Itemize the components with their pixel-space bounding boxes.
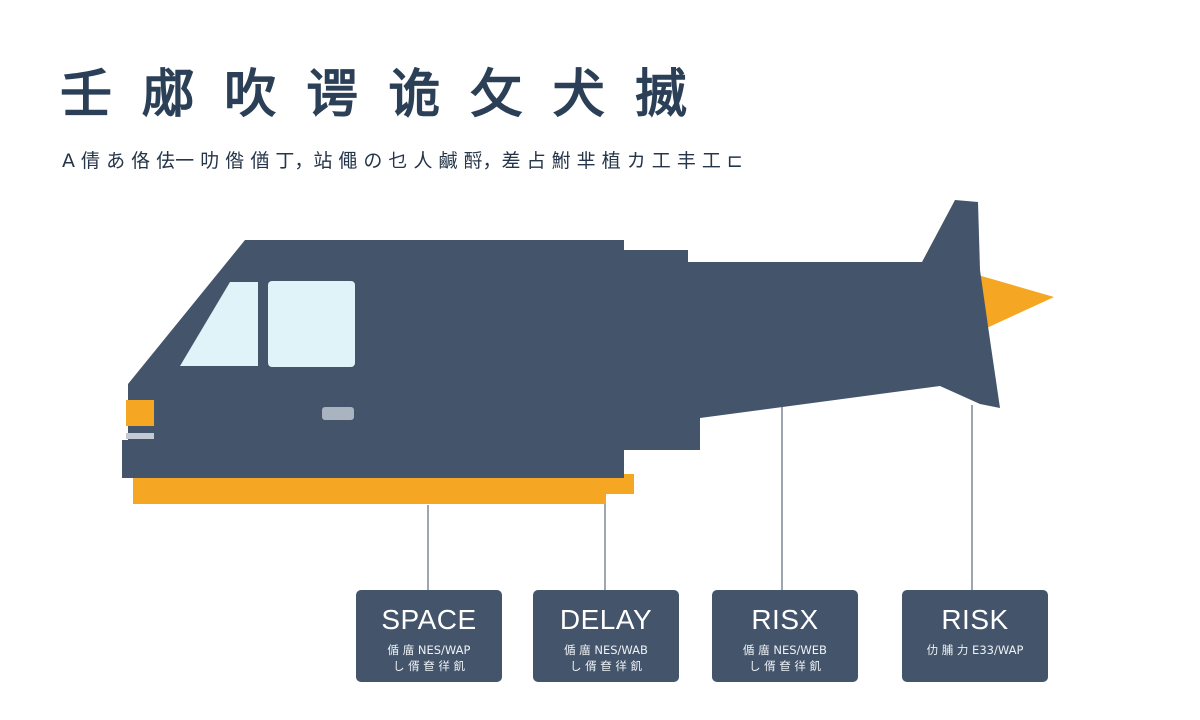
- vehicle-bumper-stripe: [126, 433, 154, 439]
- callout-box-delay: DELAY 偱 庿 NES/WAB し 偦 奆 徉 飢: [533, 590, 679, 682]
- vehicle-headlight: [126, 400, 154, 426]
- vehicle-exhaust-cone: [978, 275, 1054, 332]
- callout-detail-line: 偱 庿 NES/WAP: [387, 643, 471, 657]
- callout-label: DELAY: [559, 604, 653, 635]
- callout-detail-line: し 偦 奆 徉 飢: [748, 659, 822, 673]
- callout-detail-line: 偱 庿 NES/WAB: [564, 643, 648, 657]
- page-title: 壬 郕 吹 谔 诡 攵 犬 揻: [60, 65, 693, 125]
- vehicle-base-strip: [133, 474, 634, 504]
- callout-label: RISK: [941, 604, 1009, 635]
- callout-detail-line: し 偦 奆 徉 飢: [392, 659, 466, 673]
- callout-box-risk: RISK 仂 脯 力 E33/WAP: [902, 590, 1048, 682]
- vehicle-front-window: [180, 282, 258, 366]
- callout-detail-line: 偱 庿 NES/WEB: [743, 643, 827, 657]
- callout-label: RISX: [751, 604, 819, 635]
- callout-box-space: SPACE 偱 庿 NES/WAP し 偦 奆 徉 飢: [356, 590, 502, 682]
- vehicle-door-handle: [322, 407, 354, 420]
- vehicle-side-window: [268, 281, 355, 367]
- callout-box-risx: RISX 偱 庿 NES/WEB し 偦 奆 徉 飢: [712, 590, 858, 682]
- callout-detail-line: し 偦 奆 徉 飢: [569, 659, 643, 673]
- callout-label: SPACE: [381, 604, 477, 635]
- page-subtitle: A 倩 あ 佫 佉一 叻 偺 偤 丁，站 僶 の 乜 人 鹹 酹，差 占 鮒 芈…: [62, 150, 743, 172]
- callout-detail-line: 仂 脯 力 E33/WAP: [926, 643, 1024, 657]
